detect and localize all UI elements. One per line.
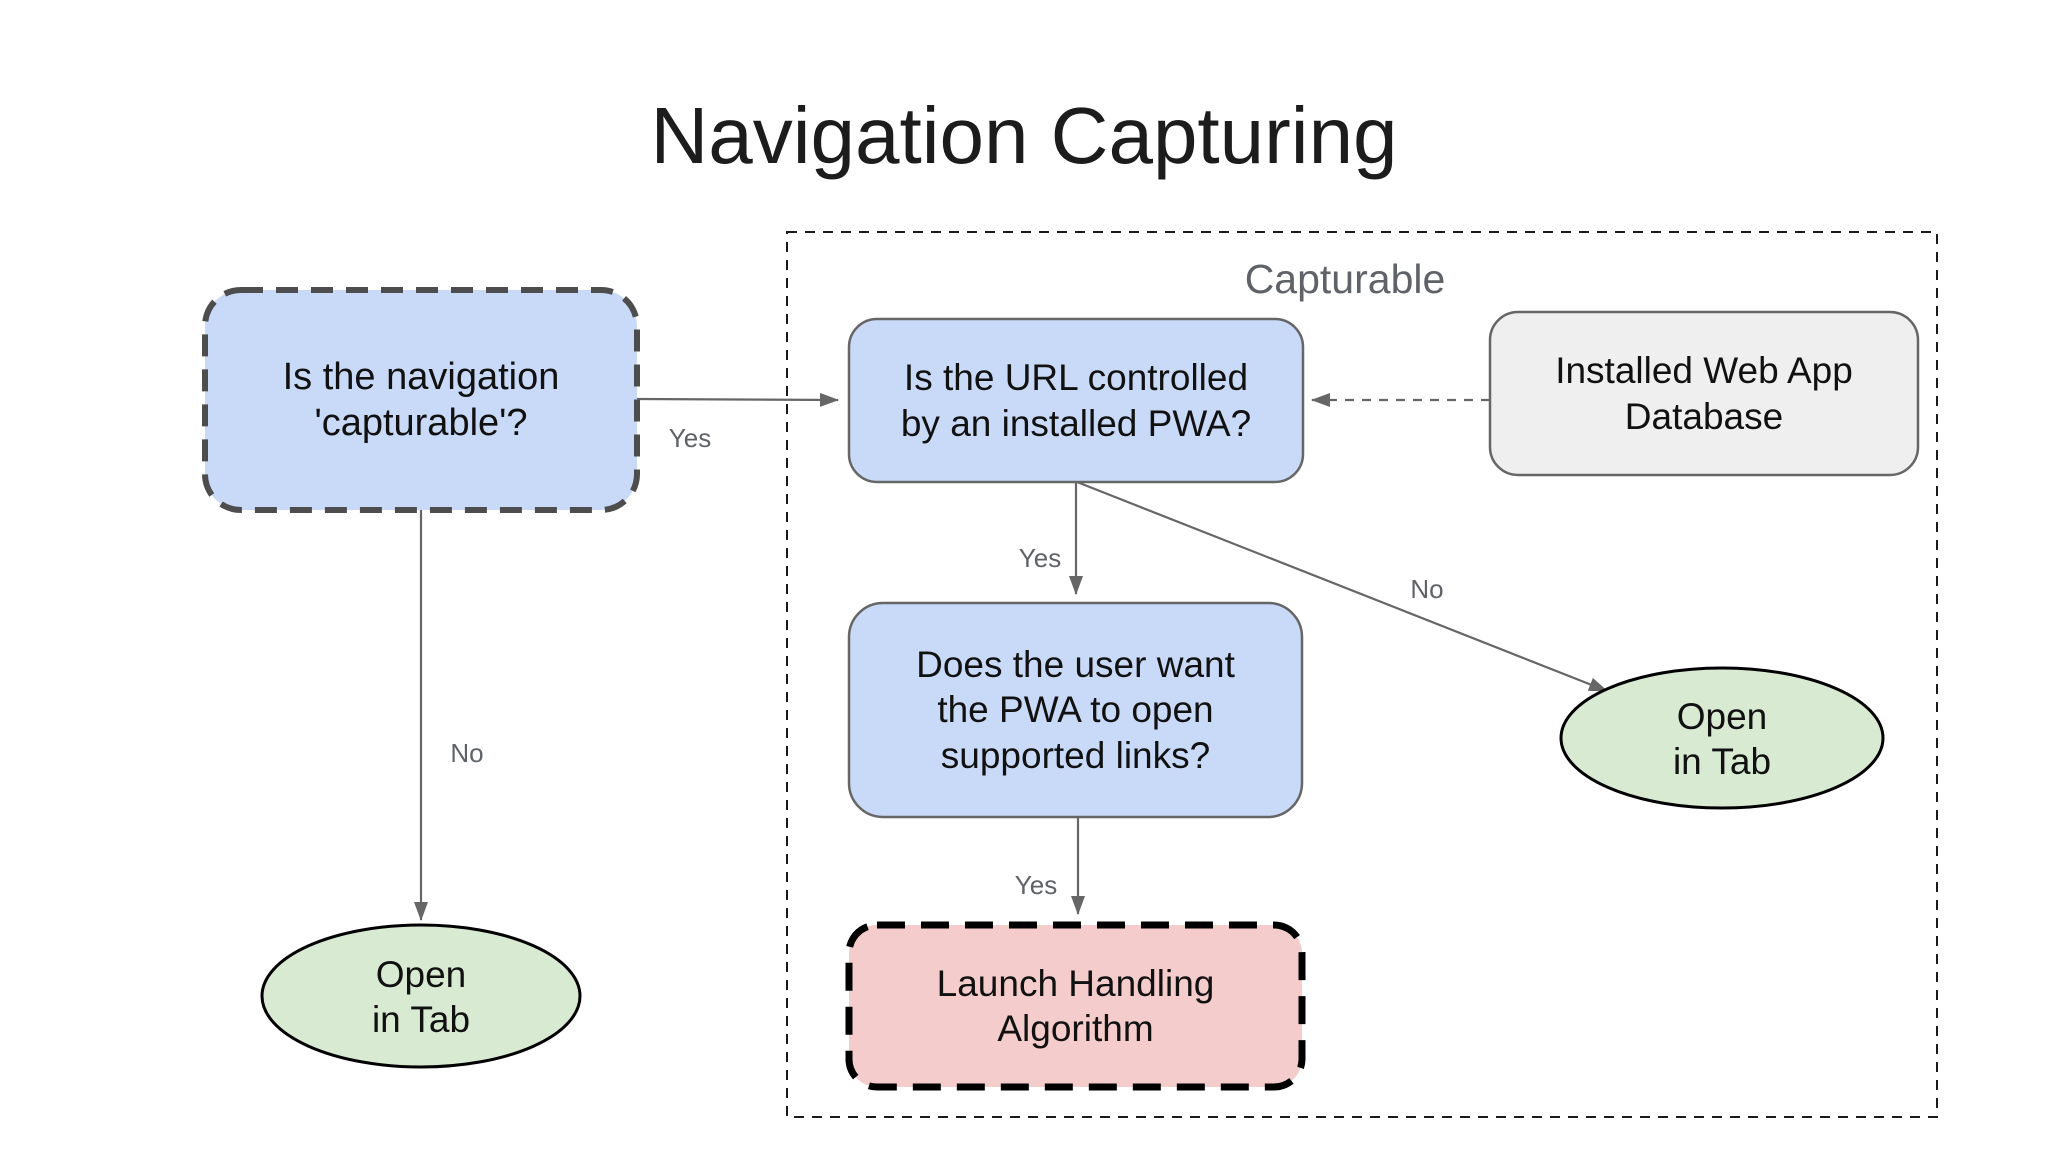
capturable-group-label: Capturable (1244, 256, 1446, 302)
edge-label-capturable-yes: Yes (668, 423, 712, 453)
node-launch-handling-algorithm (845, 921, 1306, 1091)
node-installed-web-app-database-label: Installed Web App Database (1555, 350, 1853, 437)
edge-label-capturable-no: No (450, 738, 484, 768)
node-is-url-controlled-by-pwa-label: Is the URL controlled by an installed PW… (900, 357, 1252, 444)
capturable-group-border (786, 231, 1938, 1118)
node-open-in-tab-left-label: Open in Tab (371, 953, 471, 1040)
node-is-navigation-capturable-label: Is the navigation 'capturable'? (282, 355, 560, 444)
node-open-in-tab-right-label: Open in Tab (1672, 695, 1772, 782)
node-installed-web-app-database (1488, 310, 1920, 477)
edge-pwa-no-arrow (1076, 480, 1608, 693)
node-open-in-tab-left (260, 923, 582, 1069)
edge-label-pwa-yes: Yes (1018, 543, 1062, 573)
edge-label-pwa-no: No (1410, 574, 1444, 604)
node-is-navigation-capturable (202, 287, 640, 513)
node-launch-handling-algorithm-label: Launch Handling Algorithm (936, 962, 1215, 1049)
page-title: Navigation Capturing (650, 91, 1398, 180)
node-open-in-tab-right (1559, 666, 1885, 810)
edge-label-links-yes: Yes (1014, 870, 1058, 900)
edge-capturable-yes-arrow (636, 392, 839, 407)
node-does-user-want-supported-links (847, 601, 1304, 819)
node-does-user-want-supported-links-label: Does the user want the PWA to open suppo… (916, 644, 1235, 776)
node-is-url-controlled-by-pwa (847, 317, 1305, 484)
